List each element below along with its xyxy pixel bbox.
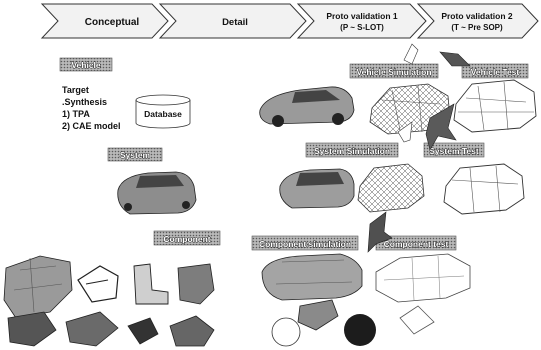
tag-system: System bbox=[108, 148, 162, 161]
arrow-vehicle-test bbox=[440, 52, 470, 66]
tag-vehicle-test: Vehicle Test bbox=[462, 64, 528, 78]
vehicle-test-body-image bbox=[454, 80, 536, 132]
component-test-part-image bbox=[400, 306, 434, 334]
component-simulation-part-image bbox=[298, 300, 338, 330]
phase-arrow-proto-1 bbox=[298, 4, 426, 38]
vehicle-image bbox=[260, 87, 354, 127]
component-hood-image bbox=[170, 316, 214, 346]
tag-component-label: Component bbox=[163, 234, 210, 244]
target-line-tpa: 1) TPA bbox=[62, 109, 90, 119]
tag-vehicle-label: Vehicle bbox=[71, 60, 101, 70]
arrow-vehicle-sim bbox=[404, 44, 418, 64]
database-label: Database bbox=[144, 109, 182, 119]
system-test-frame-image bbox=[444, 164, 524, 214]
tag-vehicle-simulation-label: Vehicle Simulation bbox=[356, 67, 431, 77]
component-floor-panel-image bbox=[4, 256, 72, 318]
target-line-synthesis: .Synthesis bbox=[62, 97, 107, 107]
tag-vehicle-test-label: Vehicle Test bbox=[471, 67, 520, 77]
phase-label-conceptual: Conceptual bbox=[85, 17, 140, 28]
component-simulation-bodyshell-image bbox=[262, 254, 362, 300]
tag-component-simulation-label: Component simulation bbox=[259, 239, 351, 249]
component-bracket-image bbox=[78, 266, 118, 302]
phase-label-proto-1: Proto validation 1 bbox=[326, 11, 398, 21]
tag-component-simulation: Component simulation bbox=[252, 236, 358, 250]
component-dash-image bbox=[8, 312, 56, 346]
database-icon: Database bbox=[136, 95, 190, 128]
tag-system-simulation: System Simulation bbox=[306, 143, 398, 157]
tag-component: Component bbox=[154, 231, 220, 245]
component-rail-image bbox=[128, 318, 158, 344]
system-simulation-mesh-image bbox=[358, 164, 424, 212]
phase-label-proto-2: Proto validation 2 bbox=[441, 11, 513, 21]
tag-component-test-label: Component test bbox=[384, 239, 449, 249]
phase-arrow-proto-2 bbox=[418, 4, 538, 38]
tag-system-simulation-label: System Simulation bbox=[314, 146, 390, 156]
target-heading: Target bbox=[62, 85, 89, 95]
phase-sublabel-proto-2: (T ~ Pre SOP) bbox=[451, 23, 503, 32]
phase-bar: Conceptual Detail Proto validation 1 (P … bbox=[42, 4, 538, 38]
tag-vehicle-simulation: Vehicle Simulation bbox=[350, 64, 438, 78]
component-subframe-image bbox=[66, 312, 118, 346]
system-simulation-body-image bbox=[280, 169, 354, 208]
target-line-cae: 2) CAE model bbox=[62, 121, 121, 131]
phase-sublabel-proto-1: (P ~ S-LOT) bbox=[340, 23, 384, 32]
component-simulation-wheel-image bbox=[344, 314, 376, 346]
component-outline-image bbox=[272, 318, 300, 346]
system-body-image bbox=[118, 172, 196, 214]
component-test-frame-image bbox=[376, 254, 470, 302]
component-seat-image bbox=[134, 264, 168, 304]
target-block: Target .Synthesis 1) TPA 2) CAE model bbox=[62, 85, 121, 131]
phase-label-detail: Detail bbox=[222, 17, 248, 28]
tag-system-test-label: System Test bbox=[429, 146, 479, 156]
tag-system-label: System bbox=[120, 150, 151, 160]
component-door-image bbox=[178, 264, 214, 304]
tag-vehicle: Vehicle bbox=[60, 58, 112, 71]
